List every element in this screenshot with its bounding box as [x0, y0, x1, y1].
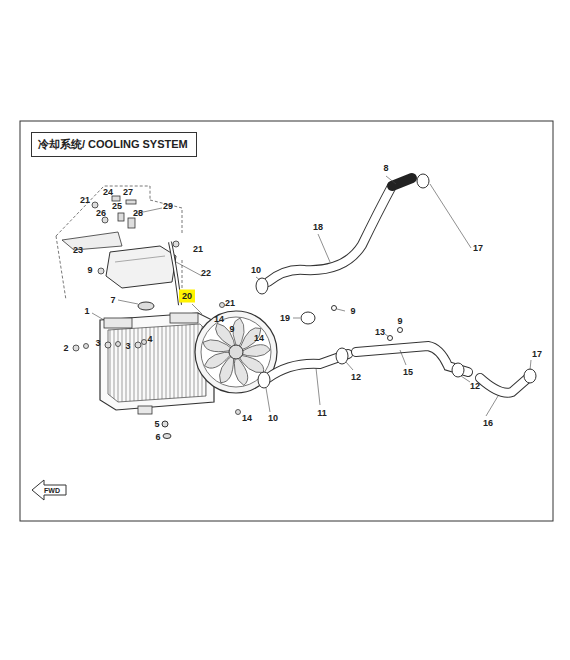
callout-number: 13: [374, 327, 386, 338]
callout-number: 22: [200, 268, 212, 279]
callout-number: 27: [122, 187, 134, 198]
tank-bracket: [62, 232, 122, 250]
callout-number: 20: [179, 290, 195, 303]
callout-number: 26: [95, 208, 107, 219]
callout-number: 17: [472, 243, 484, 254]
callout-number: 21: [192, 244, 204, 255]
group-bracket: [56, 186, 182, 300]
drain-boss: [138, 406, 152, 414]
direction-label: FWD: [43, 486, 61, 495]
callout-number: 5: [153, 419, 160, 430]
callout-number: 11: [316, 408, 328, 419]
callout-number: 14: [253, 333, 265, 344]
expansion-tank: [106, 246, 176, 288]
callout-number: 19: [279, 313, 291, 324]
hoses: [268, 178, 528, 393]
cooling-fan: [195, 311, 277, 393]
tank-line: [115, 256, 165, 262]
callout-number: 14: [241, 413, 253, 424]
diagram-title: 冷却系统/ COOLING SYSTEM: [31, 132, 197, 157]
radiator-cap: [138, 302, 154, 310]
callout-number: 6: [154, 432, 161, 443]
hose-clamps: [256, 174, 536, 388]
callout-number: 1: [83, 306, 90, 317]
callout-number: 10: [267, 413, 279, 424]
callout-number: 4: [146, 334, 153, 345]
drain-bolt: [162, 421, 168, 427]
callout-number: 15: [402, 367, 414, 378]
callout-number: 25: [111, 201, 123, 212]
callout-number: 8: [382, 163, 389, 174]
callout-number: 24: [102, 187, 114, 198]
callout-number: 9: [396, 316, 403, 327]
callout-number: 2: [62, 343, 69, 354]
callout-number: 10: [250, 265, 262, 276]
radiator-mount: [104, 318, 132, 328]
fwd-arrow: [32, 480, 66, 500]
radiator-mount: [170, 313, 198, 323]
callout-number: 12: [350, 372, 362, 383]
callout-number: 9: [86, 265, 93, 276]
callout-number: 17: [531, 349, 543, 360]
callout-number: 21: [79, 195, 91, 206]
callout-number: 12: [469, 381, 481, 392]
callout-number: 28: [132, 208, 144, 219]
callout-number: 23: [72, 245, 84, 256]
callout-number: 18: [312, 222, 324, 233]
callout-number: 3: [94, 338, 101, 349]
frame: [20, 121, 553, 521]
callout-number: 7: [109, 295, 116, 306]
radiator-core: [108, 324, 206, 402]
callout-number: 9: [228, 324, 235, 335]
callout-number: 3: [124, 341, 131, 352]
callout-number: 29: [162, 201, 174, 212]
callout-number: 16: [482, 418, 494, 429]
drain-washer: [163, 434, 171, 439]
leader-lines: [92, 176, 531, 416]
callout-number: 21: [224, 298, 236, 309]
callout-number: 9: [349, 306, 356, 317]
callout-number: 14: [213, 314, 225, 325]
